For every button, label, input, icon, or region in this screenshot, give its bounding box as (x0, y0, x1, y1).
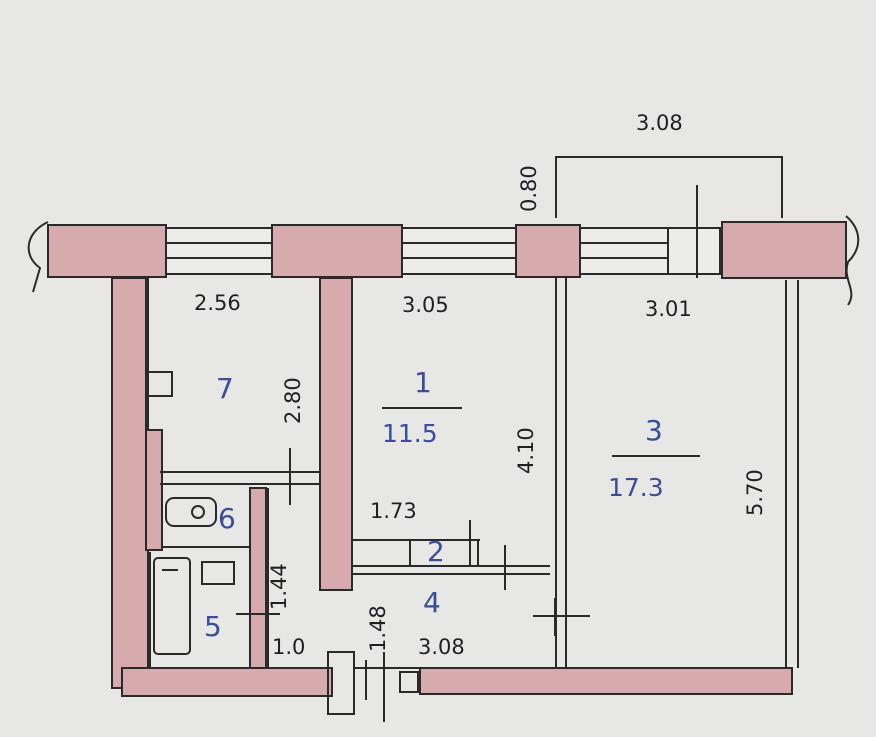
dimension-labels: 3.08 0.80 2.56 2.80 3.05 4.10 3.01 5.70 … (194, 111, 767, 659)
dim-bath-width: 1.0 (272, 635, 305, 659)
windows (165, 185, 723, 278)
dim-closet-width: 1.73 (370, 499, 417, 523)
room-1-number: 1 (414, 366, 432, 399)
dim-room7-width: 2.56 (194, 291, 241, 315)
dim-bath-length: 1.44 (267, 563, 291, 610)
bathtub-icon (153, 557, 191, 655)
toilet-icon (165, 497, 217, 527)
exterior-walls (47, 221, 847, 697)
room-4-number: 4 (423, 586, 441, 619)
room-lines (145, 278, 799, 668)
dim-room1-length: 4.10 (514, 427, 538, 474)
room-6-number: 6 (218, 502, 236, 535)
dim-room3-width: 3.01 (645, 297, 692, 321)
room-3-area: 17.3 (608, 473, 664, 502)
room-labels: 7 1 11.5 3 17.3 6 2 4 5 (204, 366, 700, 643)
sink-icon (201, 561, 235, 585)
room-1-area: 11.5 (382, 419, 438, 448)
room-5-number: 5 (204, 610, 222, 643)
interior-walls (145, 277, 353, 669)
fixtures (147, 371, 235, 655)
vent-icon (147, 371, 173, 397)
dim-room7-length: 2.80 (281, 377, 305, 424)
dim-room3-length: 5.70 (743, 469, 767, 516)
dim-room1-width: 3.05 (402, 293, 449, 317)
dim-balcony-depth: 0.80 (517, 165, 541, 212)
room-2-number: 2 (427, 535, 445, 568)
dim-hall-width: 1.48 (366, 605, 390, 652)
dim-hall-length: 3.08 (418, 635, 465, 659)
dim-balcony-width: 3.08 (636, 111, 683, 135)
break-marks (27, 215, 860, 306)
room-7-number: 7 (216, 372, 234, 405)
room-3-number: 3 (645, 414, 663, 447)
balcony (555, 156, 783, 218)
entrance-door (327, 651, 420, 722)
